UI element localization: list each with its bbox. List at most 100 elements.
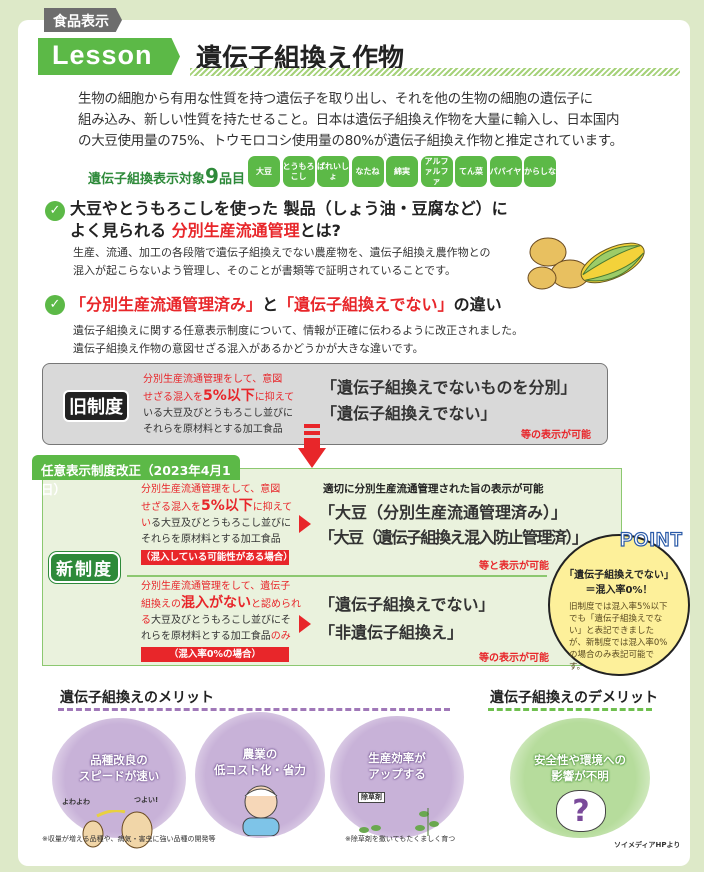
- desc-part: る: [141, 615, 151, 626]
- divider: [127, 575, 547, 577]
- section2-term2: 「遺伝子組換えでない」: [278, 295, 454, 314]
- target-item: アルファルファ: [420, 156, 453, 187]
- section1-body-line: 混入が起こらないよう管理し、そのことが書類等で証明されていることです。: [73, 264, 457, 277]
- merit-line: アップする: [368, 767, 426, 781]
- bubble-weak: よわよわ: [62, 798, 90, 806]
- desc-highlight: 5%以下: [203, 388, 255, 404]
- lesson-label: Lesson: [38, 38, 180, 75]
- point-heading-2: ＝混入率0%！: [585, 585, 653, 596]
- check-icon: ✓: [45, 201, 65, 221]
- merit-line: スピードが速い: [78, 769, 160, 783]
- target-item: からしな: [524, 156, 556, 187]
- section2-body-line: 遺伝子組換えに関する任意表示制度について、情報が正確に伝わるように改正されました…: [73, 324, 524, 337]
- new-system-box: 新制度 分別生産流通管理をして、意図 せざる混入を5%以下に抑えて いる大豆及び…: [42, 468, 622, 666]
- check-icon: ✓: [45, 295, 65, 315]
- right-arrow-icon: [299, 515, 311, 533]
- desc-part: せざる混入を: [143, 392, 203, 403]
- soybean-characters-illustration: [82, 810, 153, 849]
- desc-line: いる大豆及びとうもろこし並びに: [143, 408, 293, 419]
- point-body: 旧制度では混入率5%以下でも「遺伝子組換えでない」と表記できましたが、新制度では…: [569, 602, 668, 672]
- section1-heading-highlight: 分別生産流通管理: [171, 221, 300, 240]
- demerits-divider: [488, 708, 652, 711]
- bubble-strong: つよい!: [134, 796, 159, 804]
- target-item: てん菜: [455, 156, 487, 187]
- section2-heading: 「分別生産流通管理済み」と「遺伝子組換えでない」の違い: [70, 294, 502, 316]
- upper-may-note: 等と表示が可能: [479, 561, 549, 572]
- old-label-2: 「遺伝子組換えでない」: [321, 404, 497, 423]
- merit-line: 農業の: [242, 747, 278, 761]
- section2-body-line: 遺伝子組換え作物の意図せざる混入があるかどうかが大きな違いです。: [73, 342, 424, 355]
- title-underline: [190, 68, 680, 76]
- down-arrow-icon: [298, 424, 326, 468]
- new-lower-description: 分別生産流通管理をして、遺伝子 組換えの混入がないと認められ る大豆及びとうもろ…: [141, 579, 301, 645]
- target-item: とうもろこし: [282, 156, 315, 187]
- right-arrow-icon: [299, 615, 311, 633]
- old-system-box: 旧制度 分別生産流通管理をして、意図 せざる混入を5%以下に抑えて いる大豆及び…: [42, 363, 608, 445]
- target-item: 綿実: [386, 156, 418, 187]
- desc-part: せざる混入を: [141, 502, 201, 513]
- desc-line: それらを原材料とする加工食品: [143, 424, 283, 435]
- target-label: 遺伝子組換表示対象9品目: [88, 164, 245, 188]
- target-item: なたね: [351, 156, 384, 187]
- target-item: ばれいしょ: [317, 156, 349, 187]
- merit-line: 品種改良の: [90, 753, 148, 767]
- question-icon: ?: [556, 790, 606, 832]
- old-system-description: 分別生産流通管理をして、意図 せざる混入を5%以下に抑えて いる大豆及びとうもろ…: [143, 372, 294, 438]
- lower-may-note: 等の表示が可能: [479, 653, 549, 664]
- merit-note-1: ※収量が増える品種や、病気・害虫に強い品種の開発等: [42, 835, 216, 843]
- section2-and: と: [262, 295, 279, 314]
- lower-condition-bar: （混入率0%の場合）: [141, 647, 289, 662]
- section2-term1: 「分別生産流通管理済み」: [70, 295, 263, 314]
- intro-paragraph: 生物の細胞から有用な性質を持つ遺伝子を取り出し、それを他の生物の細胞の遺伝子に …: [78, 89, 623, 152]
- section1-heading-prefix: よく見られる: [70, 221, 172, 240]
- upper-lead: 適切に分別生産流通管理された旨の表示が可能: [323, 483, 544, 495]
- demerits-heading: 遺伝子組換えのデメリット: [490, 690, 658, 706]
- merit-item: 生産効率が アップする 除草剤: [330, 716, 464, 838]
- farmer-illustration: [242, 785, 280, 836]
- section2-body: 遺伝子組換えに関する任意表示制度について、情報が正確に伝わるように改正されました…: [73, 322, 523, 358]
- old-may-note: 等の表示が可能: [521, 430, 591, 441]
- demerit-line: 安全性や環境への: [534, 753, 626, 767]
- plants-illustration: [359, 808, 439, 836]
- merit-item: 農業の 低コスト化・省力: [195, 712, 325, 838]
- source-credit: ソイメディアHPより: [614, 841, 681, 849]
- desc-part: る大豆及びとうもろこし並びに: [151, 518, 291, 529]
- merits-heading: 遺伝子組換えのメリット: [60, 690, 214, 706]
- merit-note-2: ※除草剤を撒いてもたくましく育つ: [345, 835, 456, 843]
- new-system-tab: 任意表示制度改正（2023年4月1日）: [32, 455, 240, 497]
- desc-part: に抑えて: [252, 502, 293, 513]
- target-item: パパイヤ: [489, 156, 522, 187]
- section1-body: 生産、流通、加工の各段階で遺伝子組換えでない農産物を、遺伝子組換え農作物との 混…: [73, 244, 491, 280]
- intro-line: 組み込み、新しい性質を持たせること。日本は遺伝子組換え作物を大量に輸入し、日本国…: [78, 112, 620, 128]
- upper-label-2: 「大豆（遺伝子組換え混入防止管理済）」: [319, 528, 588, 547]
- desc-line: 分別生産流通管理をして、意図: [141, 484, 281, 495]
- lower-label-2: 「非遺伝子組換え」: [319, 623, 464, 642]
- target-label-prefix: 遺伝子組換表示対象: [88, 172, 206, 187]
- demerit-item: 安全性や環境への 影響が不明 ?: [510, 718, 650, 838]
- section1-heading-suffix: とは?: [299, 221, 341, 240]
- section2-tail: の違い: [453, 295, 502, 314]
- lower-label-1: 「遺伝子組換えでない」: [319, 595, 495, 614]
- desc-part: に抑えて: [254, 392, 295, 403]
- merit-line: 生産効率が: [368, 751, 426, 765]
- desc-part: 大豆及びとうもろこし並びにそ: [151, 615, 291, 626]
- intro-line: の大豆使用量の75%、トウモロコシ使用量の80%が遺伝子組換え作物と推定されてい…: [78, 133, 623, 149]
- old-system-badge: 旧制度: [65, 392, 127, 420]
- point-word: POINT: [619, 529, 684, 551]
- section1-heading-line1: 大豆やとうもろこしを使った 製品（しょう油・豆腐など）に: [70, 199, 508, 218]
- herbicide-sign: 除草剤: [358, 792, 385, 803]
- desc-line: それらを原材料とする加工食品: [141, 534, 281, 545]
- old-label-1: 「遺伝子組換えでないものを分別」: [321, 378, 577, 397]
- merits-divider: [58, 708, 450, 711]
- desc-part: のみ: [270, 631, 291, 642]
- target-label-suffix: 品目: [218, 172, 245, 187]
- desc-line: 分別生産流通管理をして、遺伝子: [141, 581, 291, 592]
- category-tag: 食品表示: [44, 8, 122, 32]
- upper-condition-bar: （混入している可能性がある場合）: [141, 550, 293, 565]
- soybean-corn-illustration: [527, 237, 645, 290]
- desc-part: れらを原材料とする加工食品: [141, 631, 271, 642]
- desc-highlight: 混入がない: [181, 595, 251, 611]
- desc-part: 組換えの: [141, 599, 181, 610]
- desc-part: い: [141, 518, 151, 529]
- point-heading-1: 「遺伝子組換えでない」: [564, 570, 674, 581]
